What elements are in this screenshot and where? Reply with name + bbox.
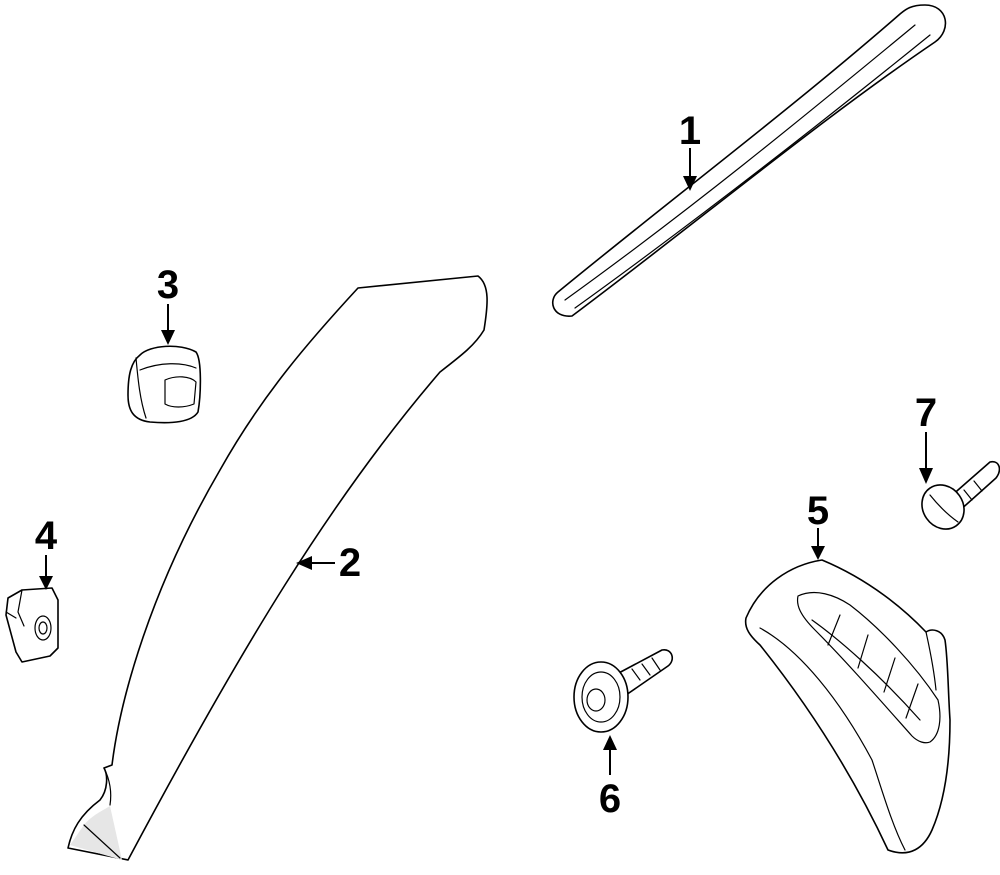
part-1-molding-strip[interactable]	[551, 4, 947, 317]
part-2-pillar-trim[interactable]	[67, 275, 488, 861]
callout-4: 4	[35, 514, 58, 590]
callout-5: 5	[807, 489, 829, 560]
callout-1: 1	[679, 109, 701, 191]
callout-6: 6	[599, 735, 621, 821]
callout-label-5: 5	[807, 489, 829, 533]
callout-3: 3	[157, 263, 179, 345]
part-3-cap[interactable]	[127, 345, 202, 424]
callout-label-4: 4	[35, 514, 58, 558]
part-7-push-pin[interactable]	[913, 460, 1000, 538]
callout-label-1: 1	[679, 109, 701, 153]
callout-7: 7	[915, 391, 937, 484]
callout-label-2: 2	[339, 541, 361, 585]
callout-2: 2	[296, 541, 361, 585]
part-4-clip[interactable]	[5, 587, 59, 663]
part-5-trim-panel[interactable]	[744, 559, 951, 854]
callout-label-6: 6	[599, 777, 621, 821]
callout-label-7: 7	[915, 391, 937, 435]
callout-label-3: 3	[157, 263, 179, 307]
part-6-fastener[interactable]	[573, 649, 674, 733]
